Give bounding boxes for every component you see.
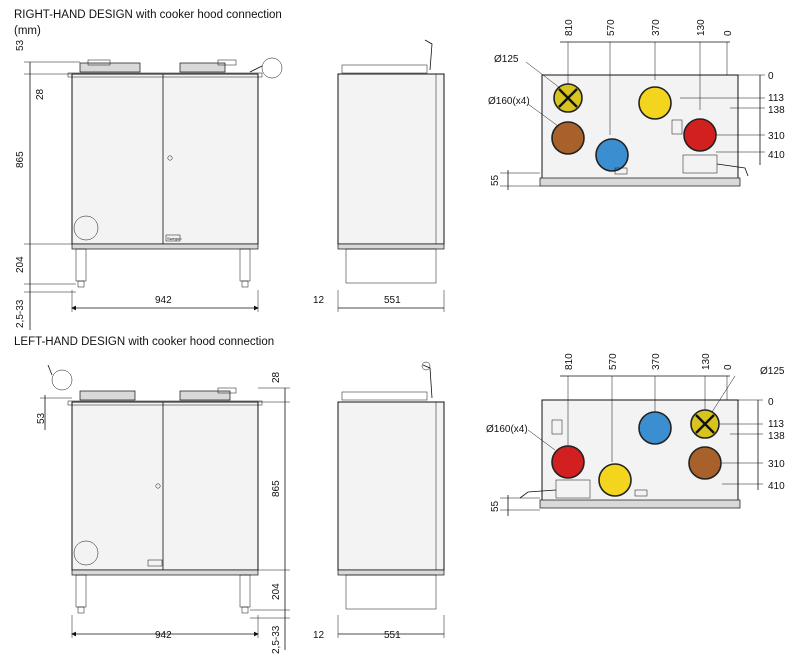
lh-dim-height: 865	[271, 480, 282, 497]
lh-side-base	[345, 574, 437, 610]
lh-side-cabinet	[337, 401, 445, 571]
rh-dim-legs: 204	[15, 256, 26, 273]
lh-duct-blue	[638, 411, 672, 445]
lh-y-310: 310	[768, 459, 785, 470]
lh-leg-left	[75, 574, 87, 608]
lh-x-570: 570	[608, 353, 619, 370]
rh-duct-blue	[595, 138, 629, 172]
lh-y-410: 410	[768, 481, 785, 492]
lh-x-0: 0	[723, 364, 734, 370]
rh-x-0: 0	[723, 30, 734, 36]
lh-side-view: 12 551	[313, 361, 445, 641]
lh-dim-width: 942	[155, 630, 172, 641]
rh-cable-coil	[261, 57, 283, 79]
rh-leg-left	[75, 248, 87, 282]
lh-dim-top-offset: 28	[271, 371, 282, 383]
rh-side-base	[345, 248, 437, 284]
rh-front-view: Swegon 53 28 865 204 2,5-33 942	[15, 39, 283, 330]
rh-leg-right	[239, 248, 251, 282]
rh-dim-width: 942	[155, 295, 172, 306]
rh-x-370: 370	[651, 19, 662, 36]
rh-y-0: 0	[768, 71, 774, 82]
lh-cabinet	[71, 401, 259, 571]
rh-dim-depth: 551	[384, 295, 401, 306]
rh-dim-leg-adjust: 2,5-33	[15, 299, 26, 328]
rh-small-duct-label: Ø125	[494, 54, 519, 65]
rh-dim-side-offset: 12	[313, 295, 325, 306]
lh-dim-side-offset: 12	[313, 630, 325, 641]
rh-brand-label: Swegon	[167, 236, 181, 241]
rh-large-duct-label: Ø160(x4)	[488, 96, 530, 107]
rh-cabinet	[71, 73, 259, 245]
rh-x-130: 130	[696, 19, 707, 36]
title-right-hand: RIGHT-HAND DESIGN with cooker hood conne…	[14, 9, 282, 21]
rh-dim-top: 53	[15, 39, 26, 51]
rh-y-138: 138	[768, 105, 785, 116]
lh-front-view: 28 865 204 2,5-33 53 942	[36, 364, 290, 654]
rh-side-view: 12 551	[313, 39, 445, 312]
lh-top-view: 810 570 370 130 0 0 113 138 310 410 Ø125…	[486, 353, 785, 516]
rh-duct-brown	[551, 121, 585, 155]
rh-condensate-icon	[73, 215, 99, 241]
rh-duct-yellow	[638, 86, 672, 120]
title-left-hand: LEFT-HAND DESIGN with cooker hood connec…	[14, 336, 275, 348]
rh-y-113: 113	[768, 93, 784, 104]
lh-duct-brown	[688, 446, 722, 480]
rh-dim-height: 865	[15, 151, 26, 168]
rh-x-570: 570	[606, 19, 617, 36]
lh-x-810: 810	[564, 353, 575, 370]
rh-dim-top-offset: 28	[35, 88, 46, 100]
lh-y-138: 138	[768, 431, 785, 442]
lh-x-130: 130	[701, 353, 712, 370]
lh-y-113: 113	[768, 419, 784, 430]
lh-x-370: 370	[651, 353, 662, 370]
lh-dim-legs: 204	[271, 583, 282, 600]
rh-duct-red	[683, 118, 717, 152]
rh-top-view: 810 570 370 130 0 0 113 138 310 410 Ø125…	[488, 19, 785, 190]
rh-y-410: 410	[768, 150, 785, 161]
lh-leg-right	[239, 574, 251, 608]
lh-dim-top: 53	[36, 412, 47, 424]
lh-duct-yellow	[598, 463, 632, 497]
lh-cable-coil	[51, 369, 73, 391]
rh-dim-low-height: 55	[490, 174, 501, 186]
lh-dim-depth: 551	[384, 630, 401, 641]
lh-dim-low-height: 55	[490, 500, 501, 512]
lh-y-0: 0	[768, 397, 774, 408]
lh-condensate-icon	[73, 540, 99, 566]
lh-small-duct-label: Ø125	[760, 366, 785, 377]
rh-y-310: 310	[768, 131, 785, 142]
units-label: (mm)	[14, 25, 41, 37]
rh-x-810: 810	[564, 19, 575, 36]
rh-side-cabinet	[337, 73, 445, 245]
lh-duct-red	[551, 445, 585, 479]
lh-dim-leg-adjust: 2,5-33	[271, 625, 282, 654]
lh-large-duct-label: Ø160(x4)	[486, 424, 528, 435]
